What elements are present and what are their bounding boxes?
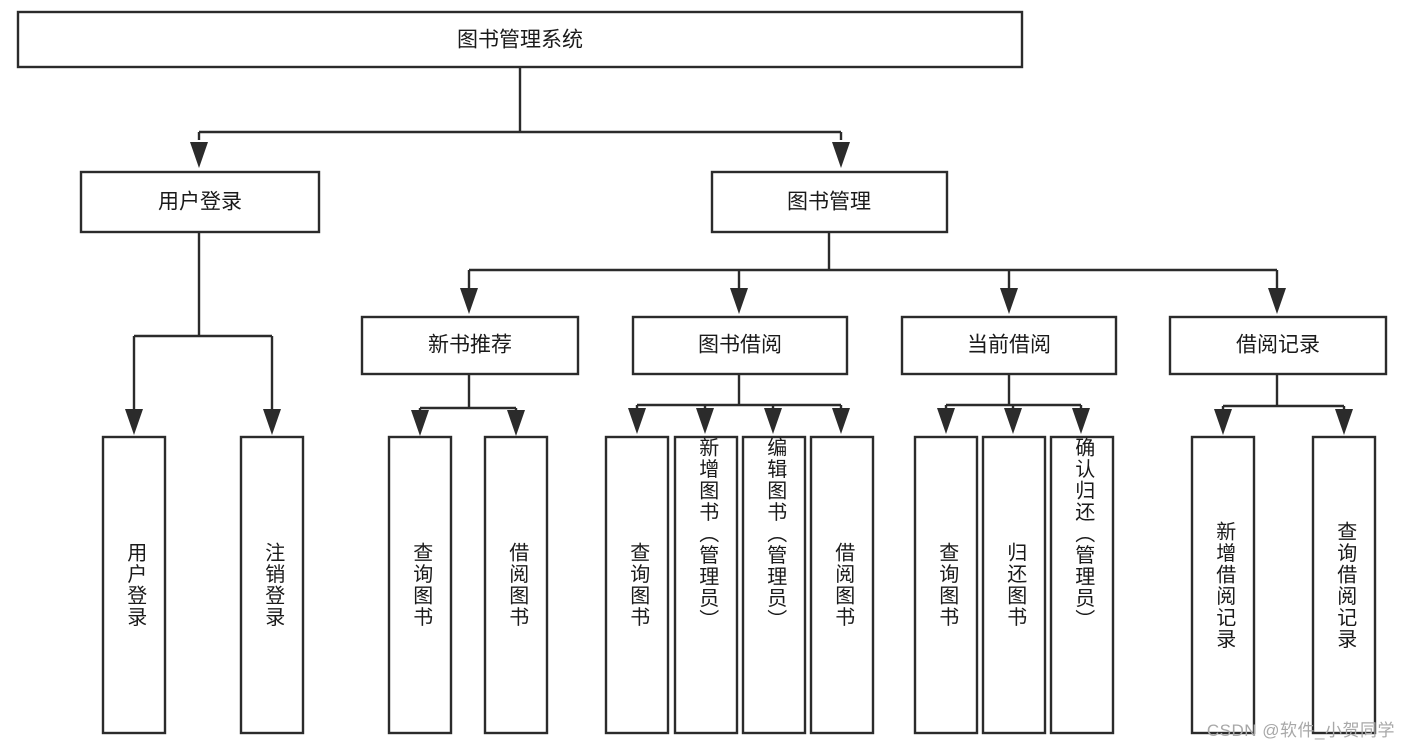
node-new-book-box[interactable] bbox=[360, 315, 580, 376]
node-user-login-box[interactable] bbox=[79, 170, 321, 234]
arrow-to-borrow-record bbox=[1268, 288, 1286, 314]
node-book-manage-box[interactable] bbox=[710, 170, 949, 234]
leaf-group-user-login bbox=[101, 435, 305, 735]
node-root-label: 图书管理系统 bbox=[457, 29, 583, 52]
arrow-to-user-login bbox=[190, 142, 208, 168]
arrow-to-leaf-borrow-record-0 bbox=[1214, 409, 1232, 435]
leaf-group-borrow-book bbox=[604, 435, 875, 735]
leaf-box-new-book-0[interactable] bbox=[387, 435, 453, 735]
node-current-borrow-label: 当前借阅 bbox=[967, 334, 1051, 357]
node-new-book[interactable]: 新书推荐 bbox=[360, 315, 580, 376]
node-borrow-book[interactable]: 图书借阅 bbox=[631, 315, 849, 376]
arrow-to-leaf-current-borrow-1 bbox=[1004, 408, 1022, 434]
leaf-group-borrow-record bbox=[1190, 435, 1377, 735]
leaf-box-borrow-record-1[interactable] bbox=[1311, 435, 1377, 735]
connector-group-borrow-book bbox=[628, 374, 850, 434]
arrow-to-leaf-borrow-book-3 bbox=[832, 408, 850, 434]
arrow-to-leaf-borrow-book-2 bbox=[764, 408, 782, 434]
node-borrow-record[interactable]: 借阅记录 bbox=[1168, 315, 1388, 376]
node-book-manage[interactable]: 图书管理 bbox=[710, 170, 949, 234]
leaf-box-borrow-book-1[interactable] bbox=[673, 435, 739, 735]
leaf-box-user-login-0[interactable] bbox=[101, 435, 167, 735]
arrow-to-leaf-current-borrow-2 bbox=[1072, 408, 1090, 434]
leaf-box-current-borrow-1[interactable] bbox=[981, 435, 1047, 735]
node-book-manage-label: 图书管理 bbox=[787, 191, 871, 214]
arrow-to-leaf-new-book-0 bbox=[411, 410, 429, 436]
arrow-to-leaf-user-login-0 bbox=[125, 409, 143, 435]
leaf-box-current-borrow-0[interactable] bbox=[913, 435, 979, 735]
connector-group-current-borrow bbox=[937, 374, 1090, 434]
node-user-login[interactable]: 用户登录 bbox=[79, 170, 321, 234]
arrow-to-leaf-borrow-record-1 bbox=[1335, 409, 1353, 435]
leaf-box-borrow-book-0[interactable] bbox=[604, 435, 670, 735]
arrow-to-leaf-borrow-book-0 bbox=[628, 408, 646, 434]
leaf-box-current-borrow-2[interactable] bbox=[1049, 435, 1115, 735]
node-root[interactable]: 图书管理系统 bbox=[16, 10, 1024, 69]
arrow-to-book-manage bbox=[832, 142, 850, 168]
leaf-box-borrow-record-0[interactable] bbox=[1190, 435, 1256, 735]
arrow-to-leaf-current-borrow-0 bbox=[937, 408, 955, 434]
node-root-box[interactable] bbox=[16, 10, 1024, 69]
node-current-borrow[interactable]: 当前借阅 bbox=[900, 315, 1118, 376]
connector-group-new-book bbox=[411, 374, 525, 436]
connector-group-borrow-record bbox=[1214, 374, 1353, 435]
node-new-book-label: 新书推荐 bbox=[428, 334, 512, 357]
leaf-box-user-login-1[interactable] bbox=[239, 435, 305, 735]
arrow-to-leaf-new-book-1 bbox=[507, 410, 525, 436]
node-borrow-record-box[interactable] bbox=[1168, 315, 1388, 376]
arrow-to-leaf-borrow-book-1 bbox=[696, 408, 714, 434]
node-borrow-record-label: 借阅记录 bbox=[1236, 334, 1320, 357]
node-user-login-label: 用户登录 bbox=[158, 191, 242, 214]
connector-group-book-manage bbox=[460, 233, 1286, 314]
connector-group-user-login bbox=[125, 233, 281, 435]
node-borrow-book-label: 图书借阅 bbox=[698, 334, 782, 357]
leaf-box-borrow-book-3[interactable] bbox=[809, 435, 875, 735]
arrow-to-leaf-user-login-1 bbox=[263, 409, 281, 435]
arrow-to-new-book bbox=[460, 288, 478, 314]
watermark-text: CSDN @软件_小贺同学 bbox=[1206, 721, 1395, 740]
leaf-group-current-borrow bbox=[913, 435, 1115, 735]
leaf-group-new-book bbox=[387, 435, 549, 735]
arrow-to-current-borrow bbox=[1000, 288, 1018, 314]
connector-group-root bbox=[190, 67, 850, 168]
node-borrow-book-box[interactable] bbox=[631, 315, 849, 376]
node-current-borrow-box[interactable] bbox=[900, 315, 1118, 376]
arrow-to-borrow-book bbox=[730, 288, 748, 314]
leaf-box-new-book-1[interactable] bbox=[483, 435, 549, 735]
leaf-box-borrow-book-2[interactable] bbox=[741, 435, 807, 735]
